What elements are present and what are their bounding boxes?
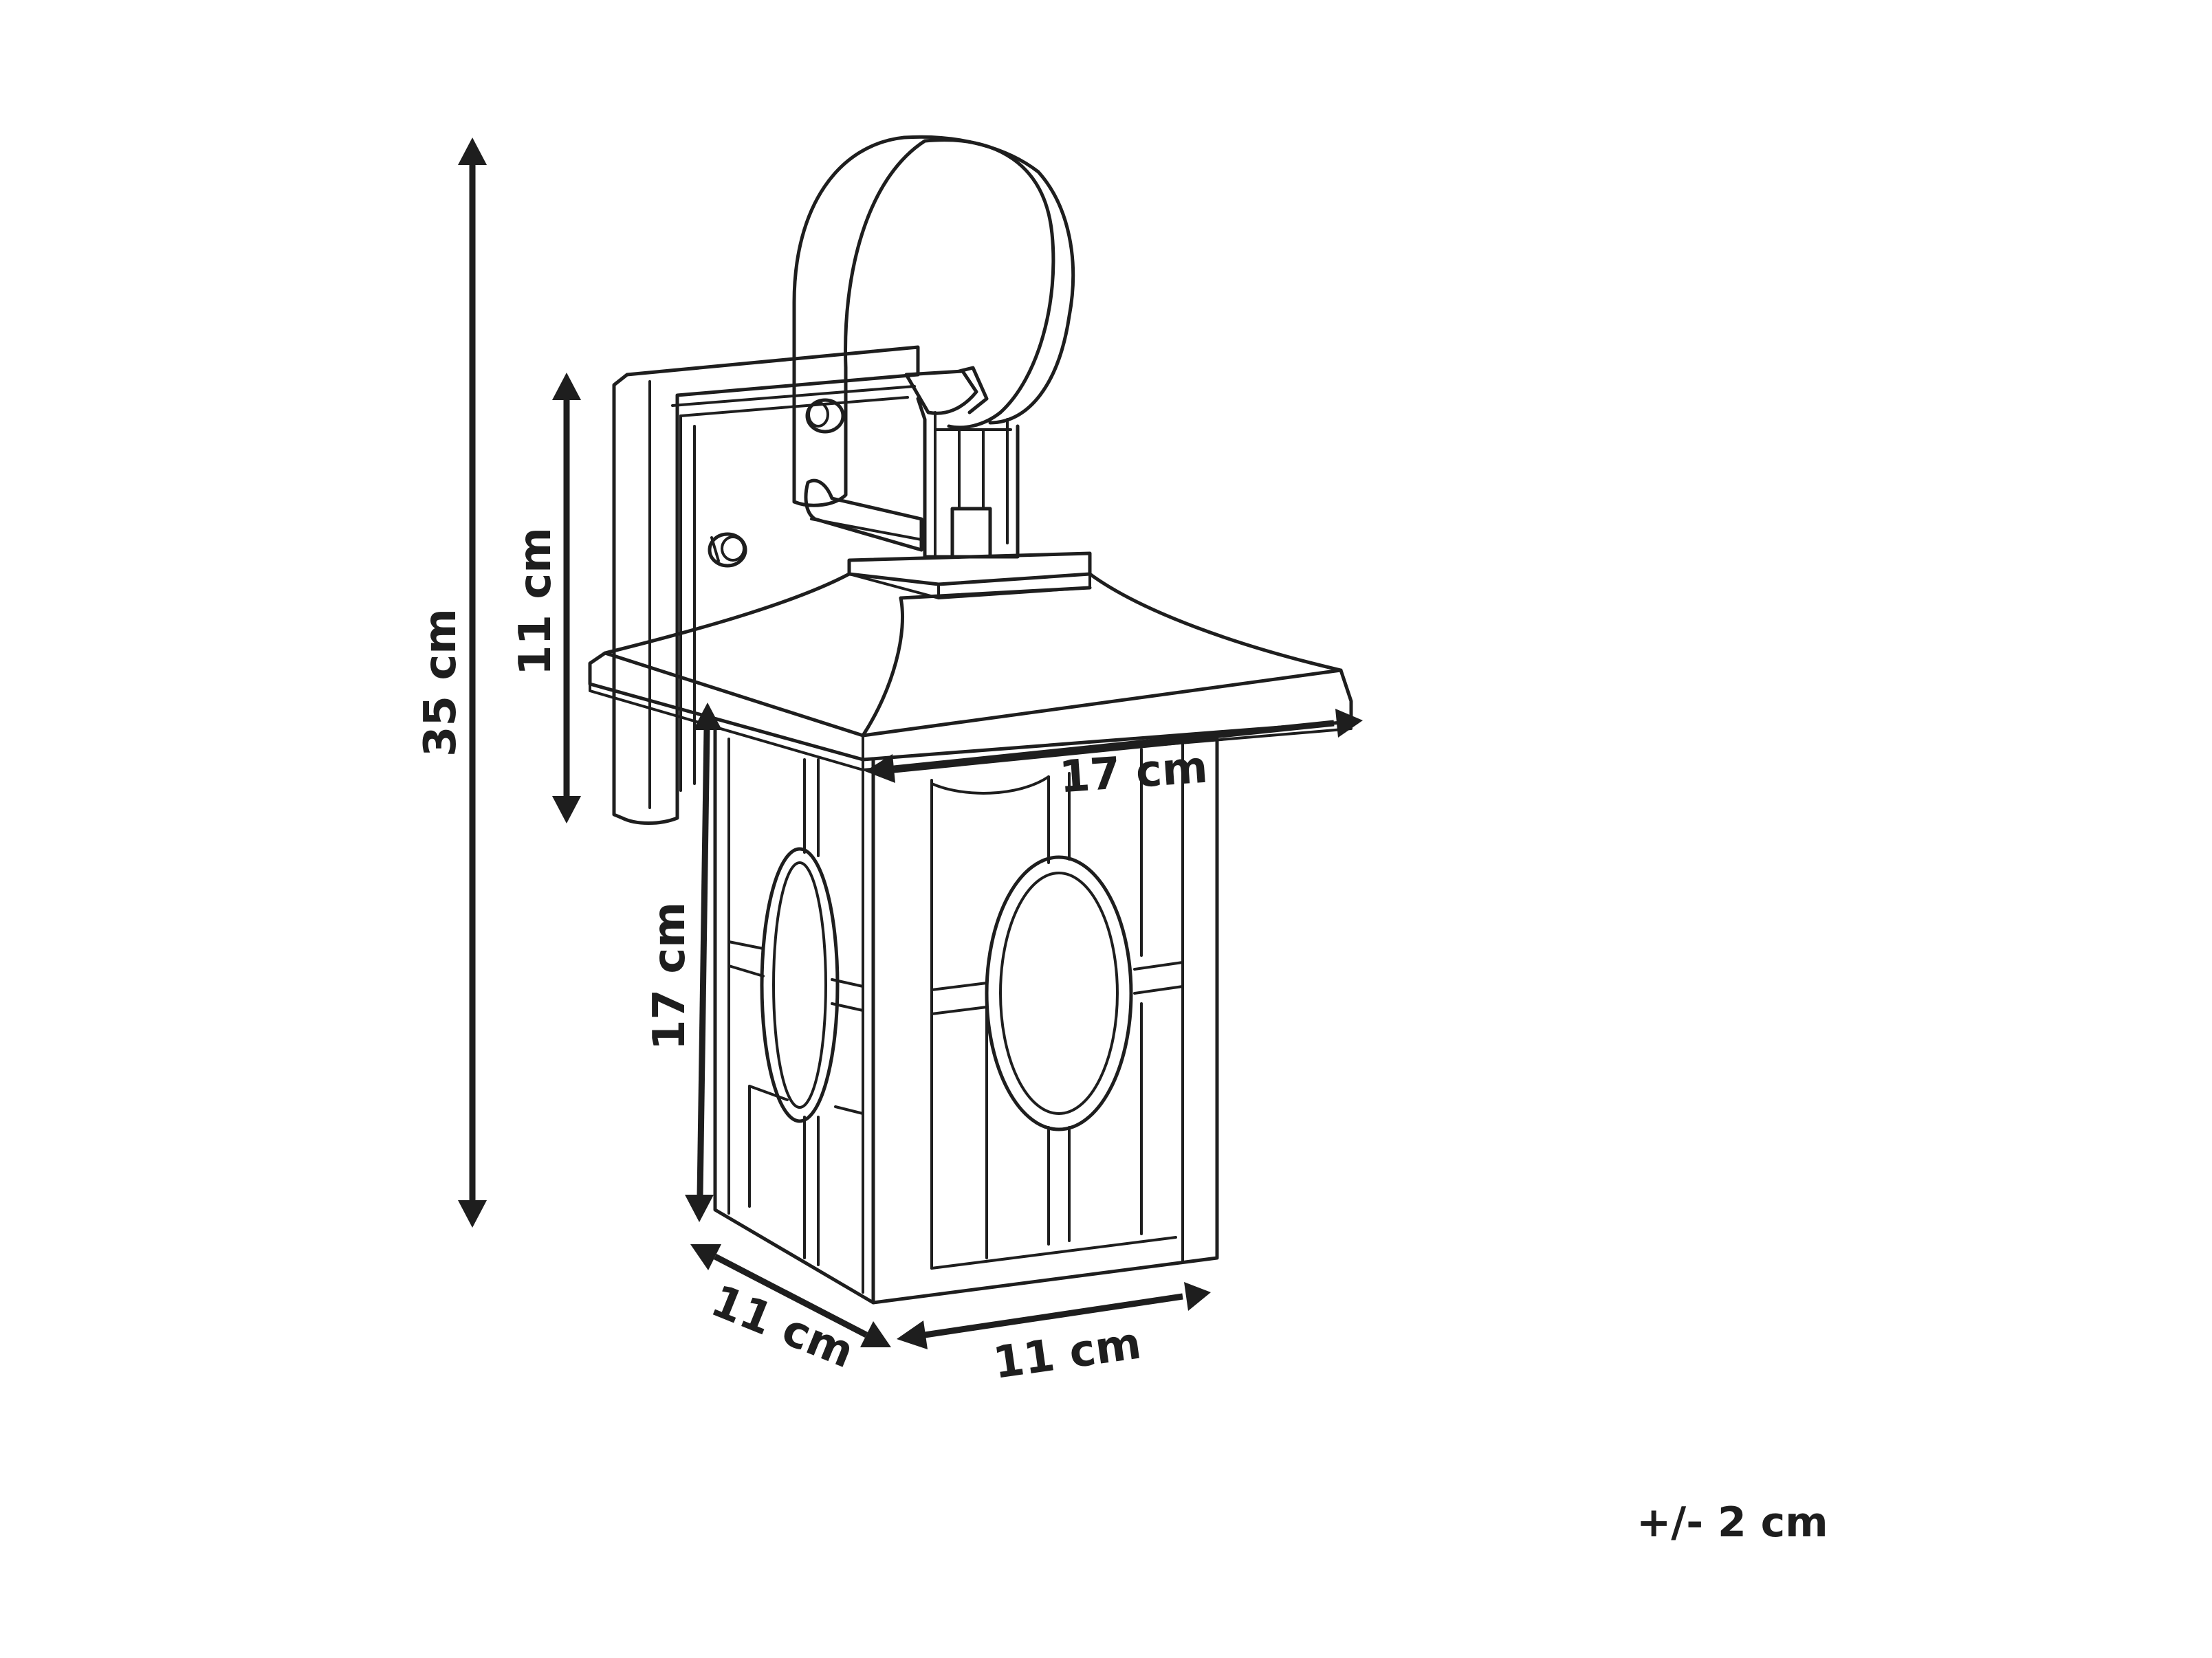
dimension-base-width: 11 cm [897,1282,1211,1389]
dimension-base-depth: 11 cm [690,1244,891,1378]
wall-mount-plate [612,345,920,825]
tolerance-note: +/- 2 cm [1636,1499,1828,1547]
label-body-height: 17 cm [644,902,695,1050]
dimension-bracket-height: 11 cm [510,373,581,824]
dimension-total-height: 35 cm [415,137,487,1228]
dimension-lines: 35 cm 11 cm 17 cm 17 cm 11 c [415,137,1363,1389]
hanging-ring [792,135,1075,507]
label-roof-width: 17 cm [1058,742,1209,804]
label-base-width: 11 cm [990,1318,1144,1389]
mount-arm [804,366,1020,559]
lantern-body-left-face [713,727,875,1305]
wall-lantern-drawing [588,135,1353,1305]
label-bracket-height: 11 cm [510,527,561,676]
label-total-height: 35 cm [415,608,466,757]
lantern-body-front-face [871,737,1219,1305]
dimension-roof-width: 17 cm [865,709,1363,803]
dimension-body-height: 17 cm [644,703,722,1222]
